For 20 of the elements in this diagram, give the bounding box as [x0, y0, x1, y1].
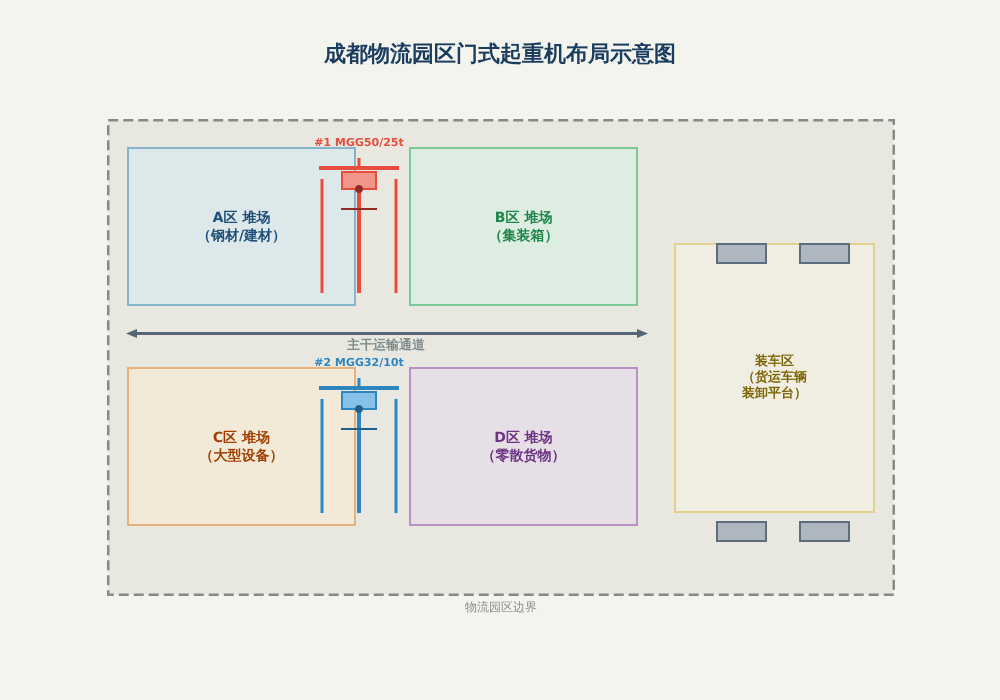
zone-title: D区 堆场 — [494, 428, 553, 446]
storage-yard-zone — [409, 367, 638, 526]
boundary-label: 物流园区边界 — [465, 600, 537, 614]
loading-zone — [674, 243, 875, 513]
zone-title: A区 堆场 — [212, 208, 270, 226]
zone-subtitle: （货运车辆装卸平台） — [741, 370, 808, 402]
zone-subtitle: （集装箱） — [488, 226, 558, 244]
crane-label: #2 MGG32/10t — [314, 356, 404, 369]
zone-subtitle: （钢材/建材） — [196, 226, 286, 244]
storage-yard-zone — [127, 367, 356, 526]
zone-subtitle: （大型设备） — [200, 446, 284, 464]
zone-title: C区 堆场 — [212, 428, 270, 446]
zone-title: B区 堆场 — [494, 208, 552, 226]
storage-yard-zone — [409, 147, 638, 306]
zone-subtitle: （零散货物） — [482, 446, 566, 464]
storage-yard-zone — [127, 147, 356, 306]
road-label: 主干运输通道 — [347, 338, 425, 353]
crane-label: #1 MGG50/25t — [314, 136, 404, 149]
diagram-title: 成都物流园区门式起重机布局示意图 — [324, 41, 676, 69]
zone-title: 装车区 — [755, 354, 794, 370]
